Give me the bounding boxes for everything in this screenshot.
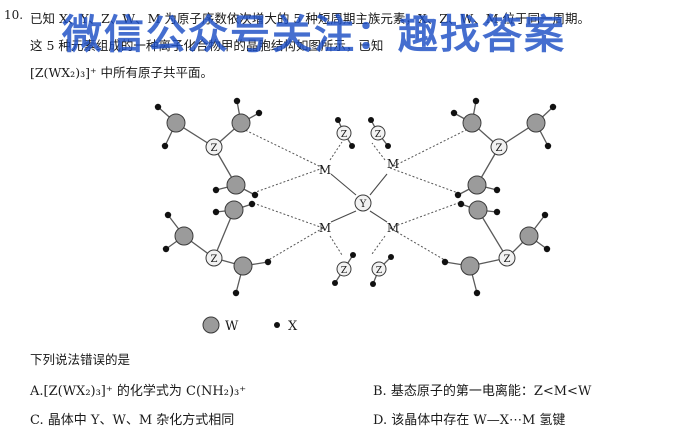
legend: W X [202, 316, 298, 334]
w-atom [519, 226, 539, 246]
w-atom [166, 113, 186, 133]
m-label: M [387, 157, 399, 171]
z-label: Z [211, 254, 218, 265]
z-label: Z [496, 143, 503, 154]
m-label: M [387, 221, 399, 235]
w-atom [231, 113, 251, 133]
y-label: Y [359, 199, 367, 210]
w-atom [460, 256, 480, 276]
option-b[interactable]: B. 基态原子的第一电离能：Z<M<W [373, 384, 592, 399]
z-label: Z [375, 130, 381, 140]
option-a[interactable]: A.[Z(WX₂)₃]⁺ 的化学式为 C(NH₂)₃⁺ [30, 384, 247, 399]
watermark-banner: 微信公众号关注：趣找答案 [62, 12, 566, 58]
w-atom [174, 226, 194, 246]
z-label: Z [504, 254, 511, 265]
option-c[interactable]: C. 晶体中 Y、W、M 杂化方式相同 [30, 413, 235, 428]
option-d[interactable]: D. 该晶体中存在 W—X⋯M 氢键 [373, 413, 566, 428]
crystal-structure-diagram: Z Z Z Z Z Z Z Z Y M M M M W X [154, 97, 557, 334]
legend-x-label: X [288, 319, 298, 334]
y-m-bonds [330, 173, 388, 223]
question-number: 10. [4, 8, 24, 22]
question-stem-line1: 已知 X、Y、Z、W、M 为原子序数依次增大的 5 种短周期主族元素，X、Z、W… [30, 11, 591, 26]
w-atom [467, 175, 487, 195]
z-label: Z [341, 130, 347, 140]
m-label: M [319, 163, 331, 177]
legend-w-swatch [202, 316, 220, 334]
question-prompt: 下列说法错误的是 [30, 352, 131, 367]
w-atom [224, 200, 244, 220]
anion-labels: Y M M M M [319, 157, 399, 235]
w-atoms [166, 113, 546, 276]
question-stem-line2: 这 5 种元素组成的一种离子化合物甲的晶胞结构如图所示，已知 [30, 38, 384, 53]
z-label: Z [211, 143, 218, 154]
z-label: Z [341, 266, 347, 276]
w-atom [526, 113, 546, 133]
m-label: M [319, 221, 331, 235]
legend-x-swatch [274, 322, 280, 328]
z-atoms: Z Z Z Z Z Z Z Z [205, 125, 516, 277]
z-label: Z [376, 266, 382, 276]
w-atom [226, 175, 246, 195]
x-atoms [154, 97, 557, 297]
w-atom [468, 200, 488, 220]
w-atom [233, 256, 253, 276]
hydrogen-bond-lines [244, 129, 467, 263]
legend-w-label: W [225, 319, 239, 334]
question-stem-line3: [Z(WX₂)₃]⁺ 中所有原子共平面。 [30, 65, 214, 80]
w-atom [462, 113, 482, 133]
